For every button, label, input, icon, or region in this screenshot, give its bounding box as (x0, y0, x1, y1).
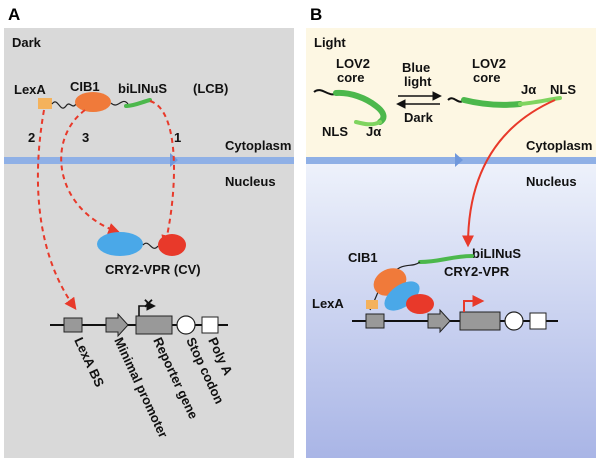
cry2-blob-b (384, 281, 420, 311)
bilinus-helix-a (124, 98, 152, 108)
lexa-label-b: LexA (312, 296, 344, 311)
nucleus-region-b (306, 161, 596, 458)
linker-a1 (51, 101, 77, 109)
cry2-blob-a (97, 232, 143, 256)
minimal-promoter-arrow-b (427, 308, 451, 334)
blue-label: Blue (402, 60, 430, 75)
panel-b-condition: Light (314, 35, 346, 50)
reporter-construct-a: ✕ (50, 296, 228, 338)
nucleus-label-b: Nucleus (526, 174, 577, 189)
panel-b: B Light Cytoplasm Nucleus LOV2 core NLS … (306, 5, 596, 458)
nls-label-right: NLS (550, 82, 576, 97)
lexa-bs-box-b (365, 313, 385, 329)
vpr-blob-a (158, 234, 186, 256)
poly-a-box (201, 316, 219, 334)
ja-helix-right (518, 96, 562, 106)
lov2-label-right: LOV2 (472, 56, 506, 71)
cytoplasm-label-b: Cytoplasm (526, 138, 592, 153)
panel-b-letter: B (310, 5, 322, 24)
reporter-construct-b (352, 295, 558, 334)
linker-a2 (110, 100, 129, 106)
cry2-vpr-label-b: CRY2-VPR (444, 264, 510, 279)
import-arrow-b (462, 99, 556, 248)
transcription-start-b (463, 295, 485, 312)
panel-a-letter: A (8, 5, 20, 24)
light-label: light (404, 74, 432, 89)
lexa-block-b (366, 300, 378, 309)
lcb-label: (LCB) (193, 81, 228, 96)
ja-label-right: Jα (521, 82, 536, 97)
blocked-mark: ✕ (143, 296, 154, 311)
bilinus-label-b: biLINuS (472, 246, 521, 261)
arrow-path-1 (149, 100, 175, 248)
minimal-promoter-arrow (105, 312, 129, 338)
cib1-blob-a (75, 92, 111, 112)
path-2-label: 2 (28, 130, 35, 145)
nls-label-left: NLS (322, 124, 348, 139)
path-1-label: 1 (174, 130, 181, 145)
bilinus-label-a: biLINuS (118, 81, 167, 96)
stop-codon-circle (176, 315, 196, 335)
cib1-label-b: CIB1 (348, 250, 378, 265)
transcription-start-a (138, 301, 156, 316)
cib1-label-a: CIB1 (70, 79, 100, 94)
ja-helix-left (354, 120, 382, 127)
dark-label-b: Dark (404, 110, 434, 125)
bilinus-helix-b (418, 254, 474, 264)
reporter-gene-box (135, 315, 173, 335)
membrane-a (4, 157, 294, 164)
stop-codon-circle-b (504, 311, 524, 331)
nucleus-label-a: Nucleus (225, 174, 276, 189)
core-label-right: core (473, 70, 500, 85)
panel-a: A Dark Cytoplasm Nucleus LexA CIB1 biLIN… (4, 5, 294, 458)
membrane-b (306, 157, 596, 164)
arrow-path-2 (36, 109, 77, 310)
panel-a-condition: Dark (12, 35, 42, 50)
poly-a-box-b (529, 312, 547, 330)
lov2-core-left (333, 89, 387, 125)
vpr-blob-b (406, 294, 434, 314)
linker-a3 (142, 242, 159, 249)
path-3-label: 3 (82, 130, 89, 145)
lov2-label-left: LOV2 (336, 56, 370, 71)
lexa-block-a (38, 98, 52, 109)
cry2-vpr-label-a: CRY2-VPR (CV) (105, 262, 201, 277)
core-label-left: core (337, 70, 364, 85)
lexa-bs-box (63, 317, 83, 333)
lov2-core-right (461, 97, 523, 108)
ja-label-left: Jα (366, 124, 381, 139)
nuclear-pore-b (455, 153, 463, 167)
reporter-gene-box-b (459, 311, 501, 331)
lexa-label-a: LexA (14, 82, 46, 97)
cytoplasm-label-a: Cytoplasm (225, 138, 291, 153)
